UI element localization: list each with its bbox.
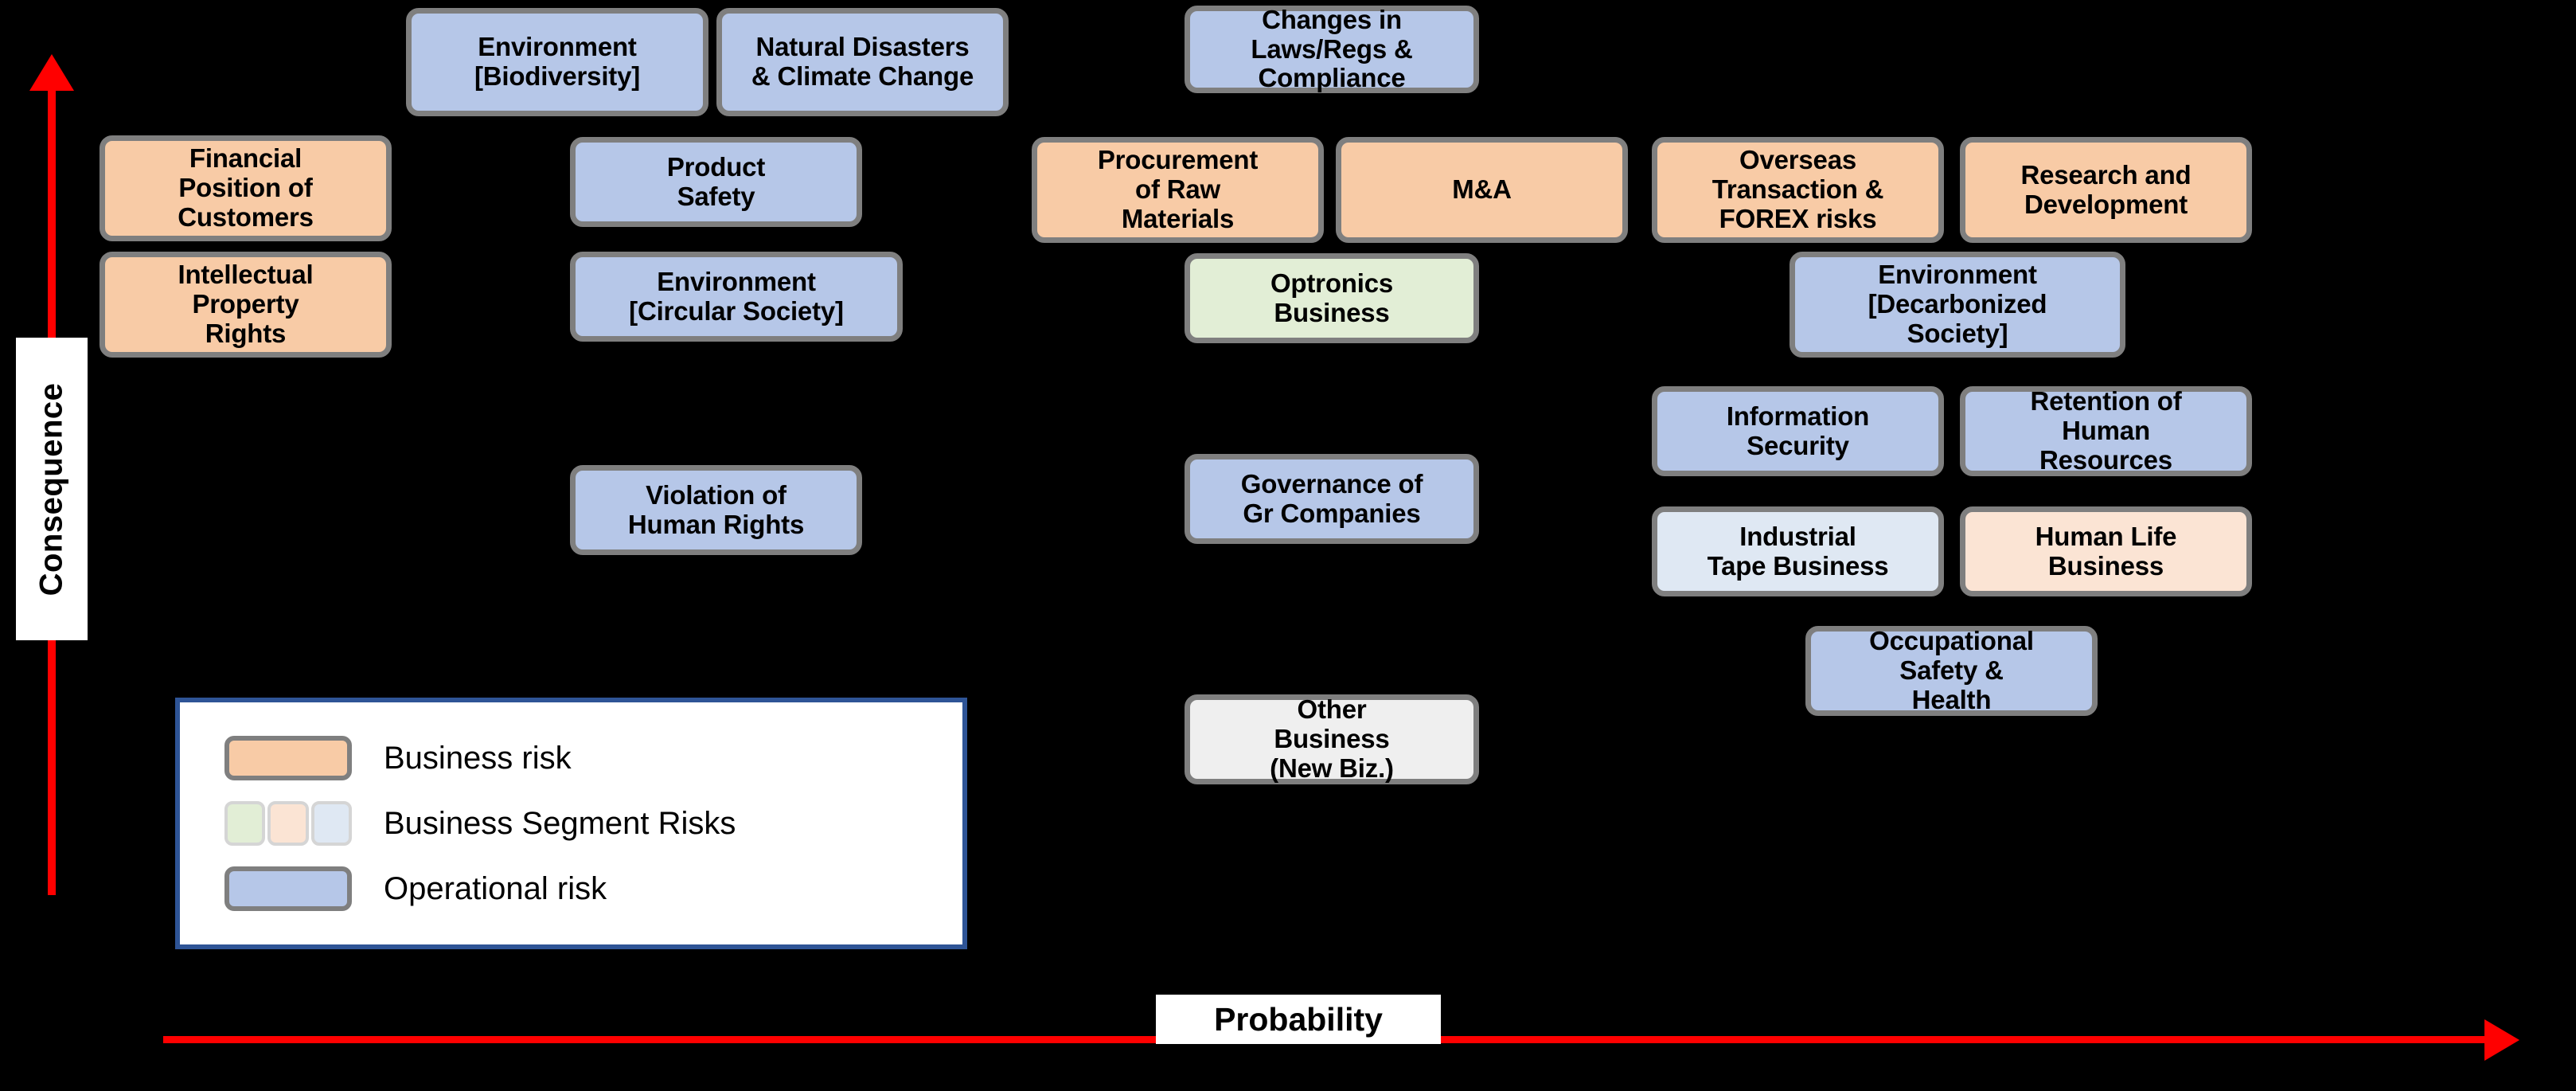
- risk-box-label: Product Safety: [666, 151, 766, 211]
- risk-box-label: Human Life Business: [2035, 521, 2177, 581]
- legend-label: Business Segment Risks: [384, 805, 736, 841]
- legend-item-business-segment-risks: Business Segment Risks: [180, 791, 962, 856]
- risk-box-label: Procurement of Raw Materials: [1097, 145, 1259, 233]
- legend-swatch-business-segment-risks: [224, 801, 352, 846]
- risk-box-label: Occupational Safety & Health: [1869, 626, 2034, 714]
- consequence-axis-label-text: Consequence: [33, 382, 69, 596]
- risk-box-overseas-transaction-forex-risks[interactable]: Overseas Transaction & FOREX risks: [1652, 137, 1944, 243]
- risk-box-procurement-of-raw-materials[interactable]: Procurement of Raw Materials: [1032, 137, 1324, 243]
- risk-box-intellectual-property-rights[interactable]: Intellectual Property Rights: [100, 252, 392, 358]
- risk-box-label: Governance of Gr Companies: [1240, 468, 1423, 528]
- consequence-axis-arrowhead: [29, 54, 74, 91]
- risk-box-occupational-safety-health[interactable]: Occupational Safety & Health: [1805, 626, 2098, 716]
- risk-box-label: Retention of Human Resources: [2030, 386, 2182, 475]
- risk-box-environment-circular-society[interactable]: Environment [Circular Society]: [570, 252, 903, 342]
- risk-box-label: M&A: [1452, 174, 1512, 205]
- legend-item-business-risk: Business risk: [180, 725, 962, 791]
- probability-axis-label: Probability: [1156, 995, 1441, 1044]
- risk-box-label: Overseas Transaction & FOREX risks: [1711, 145, 1884, 233]
- risk-box-research-and-development[interactable]: Research and Development: [1960, 137, 2252, 243]
- legend-label: Operational risk: [384, 870, 607, 906]
- risk-box-label: Industrial Tape Business: [1707, 521, 1889, 581]
- risk-box-label: Environment [Biodiversity]: [474, 32, 641, 91]
- legend-item-operational-risk: Operational risk: [180, 856, 962, 921]
- legend-swatch-business-risk: [224, 736, 352, 780]
- legend-label: Business risk: [384, 740, 572, 776]
- risk-box-product-safety[interactable]: Product Safety: [570, 137, 862, 227]
- risk-box-other-business-new-biz[interactable]: Other Business (New Biz.): [1185, 694, 1479, 784]
- risk-box-environment-biodiversity[interactable]: Environment [Biodiversity]: [406, 8, 708, 116]
- risk-box-label: Other Business (New Biz.): [1270, 694, 1394, 783]
- risk-box-label: Financial Position of Customers: [178, 143, 314, 232]
- risk-box-label: Environment [Circular Society]: [629, 266, 844, 326]
- legend-swatch-segment-0: [224, 801, 266, 846]
- risk-box-label: Optronics Business: [1270, 268, 1394, 327]
- risk-box-retention-of-human-resources[interactable]: Retention of Human Resources: [1960, 386, 2252, 476]
- legend-swatch-segment-2: [310, 801, 352, 846]
- risk-box-violation-of-human-rights[interactable]: Violation of Human Rights: [570, 465, 862, 555]
- risk-box-environment-decarbonized-society[interactable]: Environment [Decarbonized Society]: [1790, 252, 2125, 358]
- legend-swatch-segment-1: [267, 801, 309, 846]
- risk-box-label: Changes in Laws/Regs & Compliance: [1251, 4, 1413, 93]
- risk-box-label: Intellectual Property Rights: [178, 260, 314, 348]
- risk-box-m-and-a[interactable]: M&A: [1336, 137, 1628, 243]
- probability-axis-arrowhead: [2484, 1019, 2519, 1061]
- risk-box-financial-position-of-customers[interactable]: Financial Position of Customers: [100, 135, 392, 241]
- risk-box-industrial-tape-business[interactable]: Industrial Tape Business: [1652, 506, 1944, 596]
- risk-box-changes-in-laws-regs-compliance[interactable]: Changes in Laws/Regs & Compliance: [1185, 4, 1479, 93]
- risk-box-label: Information Security: [1726, 401, 1870, 460]
- risk-box-label: Environment [Decarbonized Society]: [1868, 260, 2047, 348]
- risk-box-label: Research and Development: [2020, 159, 2192, 219]
- risk-box-label: Violation of Human Rights: [627, 479, 805, 539]
- probability-axis-label-text: Probability: [1214, 1000, 1383, 1038]
- risk-box-label: Natural Disasters & Climate Change: [751, 32, 974, 91]
- risk-box-natural-disasters-climate-change[interactable]: Natural Disasters & Climate Change: [716, 8, 1009, 116]
- risk-box-optronics-business[interactable]: Optronics Business: [1185, 253, 1479, 343]
- risk-box-human-life-business[interactable]: Human Life Business: [1960, 506, 2252, 596]
- risk-box-governance-of-gr-companies[interactable]: Governance of Gr Companies: [1185, 454, 1479, 544]
- risk-box-information-security[interactable]: Information Security: [1652, 386, 1944, 476]
- legend-swatch-operational-risk: [224, 866, 352, 911]
- consequence-axis-label: Consequence: [16, 338, 88, 640]
